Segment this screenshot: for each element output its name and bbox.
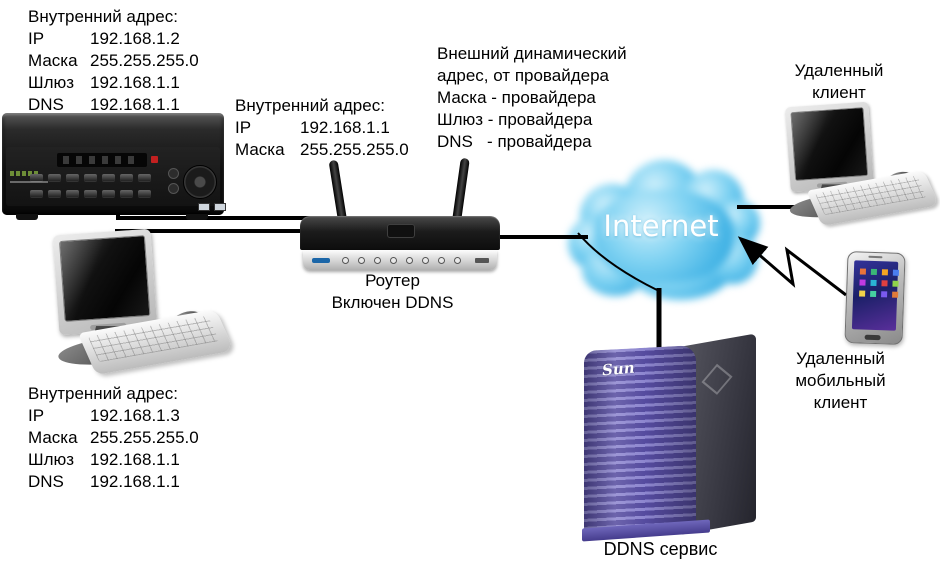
row-label: DNS	[28, 95, 64, 114]
mobile-phone	[844, 251, 906, 345]
wire-cloud-server-curve	[577, 232, 660, 292]
pc-address-row: DNS 192.168.1.1	[28, 471, 199, 493]
router-brand-mark	[312, 257, 330, 263]
row-label: IP	[28, 406, 45, 425]
internet-label: Internet	[603, 209, 719, 243]
router-address-block: Внутренний адрес: IP 192.168.1.1 Маска 255…	[235, 95, 409, 161]
row-label: Шлюз	[28, 450, 75, 469]
dvr-foot	[16, 214, 38, 220]
dvr-round-button	[168, 183, 179, 194]
dvr-dpad	[183, 165, 217, 199]
row-label: Маска	[28, 428, 78, 447]
row-value: 255.255.255.0	[90, 51, 199, 70]
wan-line: Маска - провайдера	[437, 88, 596, 107]
row-value: 255.255.255.0	[300, 140, 409, 159]
mobile-client-caption: Удаленный мобильный клиент	[773, 348, 908, 414]
dvr-round-button	[168, 168, 179, 179]
dvr-address-row: IP 192.168.1.2	[28, 28, 199, 50]
ddns-service-caption: DDNS сервис	[603, 539, 718, 559]
row-label: IP	[235, 118, 252, 137]
dvr-button-row	[30, 190, 151, 197]
monitor-screen	[59, 235, 151, 322]
router-logo-plate	[387, 224, 415, 238]
server-front-panel	[584, 345, 696, 533]
mobile-client-caption-line: Удаленный	[796, 349, 885, 368]
remote-client-caption-line: клиент	[812, 83, 866, 102]
pc-address-block: Внутренний адрес: IP 192.168.1.3 Маска 255…	[28, 383, 199, 493]
remote-client-caption-line: Удаленный	[794, 61, 884, 80]
row-value: 192.168.1.1	[90, 450, 180, 469]
router-caption-line: Роутер	[365, 271, 420, 290]
dvr-device	[2, 113, 226, 220]
row-value: 192.168.1.1	[90, 73, 180, 92]
router-caption-line: Включен DDNS	[331, 293, 454, 312]
row-label: Шлюз	[28, 73, 75, 92]
row-label: Маска	[235, 140, 285, 159]
dvr-address-title: Внутренний адрес:	[28, 7, 178, 26]
wire-mobile-arrow	[737, 236, 847, 297]
phone-screen	[851, 260, 899, 331]
router-led-icons	[342, 256, 461, 264]
local-computer	[42, 222, 252, 375]
row-label: DNS	[28, 472, 64, 491]
ddns-server: Sun	[582, 333, 762, 542]
dvr-address-block: Внутренний адрес: IP 192.168.1.2 Маска 255…	[28, 6, 199, 116]
sun-logo: Sun	[601, 358, 636, 380]
wan-line: адрес, от провайдера	[437, 66, 610, 85]
pc-address-row: IP 192.168.1.3	[28, 405, 199, 427]
pc-address-row: Шлюз 192.168.1.1	[28, 449, 199, 471]
dvr-foot	[186, 214, 208, 220]
wan-line: Шлюз - провайдера	[437, 110, 593, 129]
row-value: 192.168.1.2	[90, 29, 180, 48]
mobile-client-caption-line: клиент	[813, 393, 868, 412]
dvr-address-row: Шлюз 192.168.1.1	[28, 72, 199, 94]
dvr-record-led	[151, 156, 158, 163]
wan-line: DNS - провайдера	[437, 132, 592, 151]
pc-address-title: Внутренний адрес:	[28, 384, 178, 403]
router-front-strip	[303, 250, 497, 270]
mobile-client-caption-line: мобильный	[795, 371, 886, 390]
dvr-address-row: Маска 255.255.255.0	[28, 50, 199, 72]
wan-address-block: Внешний динамический адрес, от провайдер…	[437, 43, 627, 153]
dvr-usb-ports	[198, 203, 226, 211]
monitor	[52, 228, 158, 336]
row-label: Маска	[28, 51, 78, 70]
router-device	[298, 157, 502, 276]
remote-computer	[776, 96, 940, 226]
row-value: 192.168.1.1	[90, 472, 180, 491]
row-value: 255.255.255.0	[90, 428, 199, 447]
monitor	[785, 101, 875, 193]
router-address-row: Маска 255.255.255.0	[235, 139, 409, 161]
router-address-row: IP 192.168.1.1	[235, 117, 409, 139]
dvr-address-row: DNS 192.168.1.1	[28, 94, 199, 116]
remote-client-caption: Удаленный клиент	[768, 60, 910, 104]
wan-line: Внешний динамический	[437, 44, 627, 63]
dvr-button-row	[30, 174, 151, 181]
pc-address-row: Маска 255.255.255.0	[28, 427, 199, 449]
dvr-model-mark	[10, 181, 48, 183]
dvr-brand-mark	[10, 171, 40, 176]
dvr-display	[57, 153, 147, 167]
phone-home-button	[864, 334, 881, 341]
row-value: 192.168.1.3	[90, 406, 180, 425]
router-address-title: Внутренний адрес:	[235, 96, 385, 115]
row-label: IP	[28, 29, 45, 48]
router-chassis	[300, 216, 500, 250]
server-side-logo	[701, 363, 733, 395]
row-value: 192.168.1.1	[300, 118, 390, 137]
router-caption: Роутер Включен DDNS	[300, 270, 485, 314]
row-value: 192.168.1.1	[90, 95, 180, 114]
router-model-mark	[475, 257, 489, 263]
monitor-screen	[790, 107, 869, 181]
